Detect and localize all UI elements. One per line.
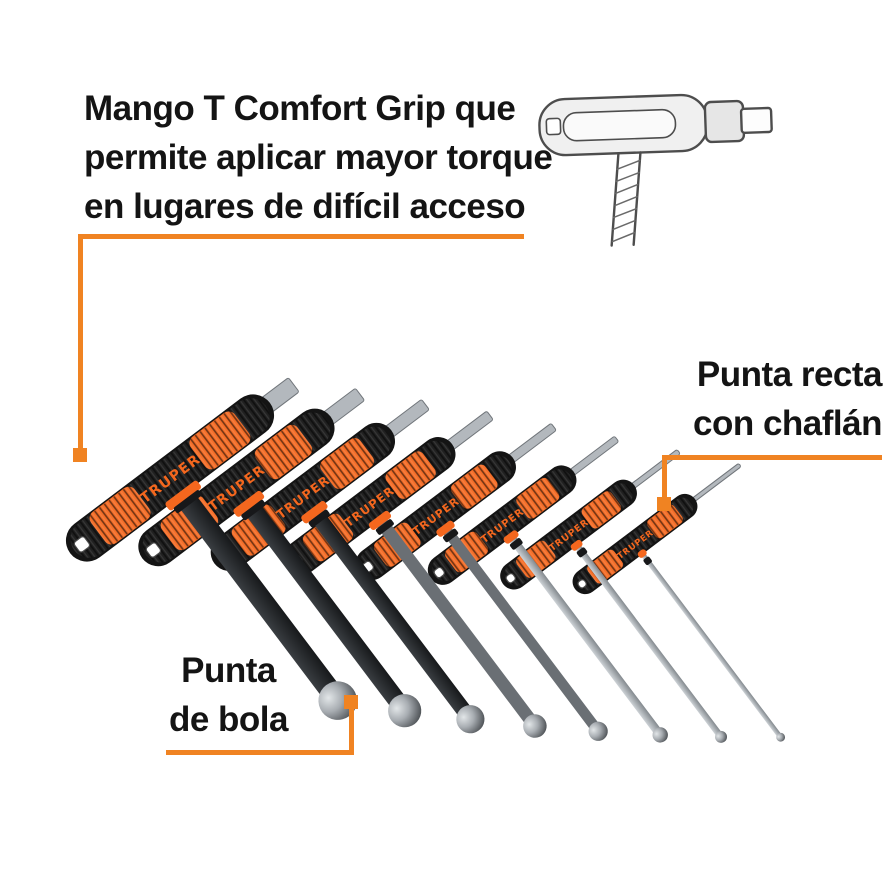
shaft-collar [436,520,455,537]
straight-tip-caption: Punta recta con chaflán [600,350,882,448]
hang-hole [145,542,162,558]
lineart-collar [703,99,746,144]
hang-hole [73,536,91,553]
caption-line: Punta [181,651,276,690]
callout-line-comfort-grip-horizontal [78,234,524,239]
ball-point [652,727,668,743]
comfort-grip-caption: Mango T Comfort Grip que permite aplicar… [84,84,553,231]
hex-wrench-8: TRUPER [572,463,786,742]
caption-line: con chaflán [693,404,882,443]
shaft [633,542,782,737]
callout-line-straight-tip-vertical [662,455,667,501]
shaft-collar [233,490,265,517]
handle-ribs [576,497,694,591]
shaft-ferrule [308,509,330,528]
caption-line: Punta recta [696,355,883,394]
lineart-shaft-edge [632,151,642,246]
shaft [566,533,722,737]
shaft-ferrule [241,499,266,521]
handle-ribs [142,412,331,563]
hang-hole [433,566,445,579]
caption-line: de bola [168,700,289,739]
shaft [297,493,472,718]
shaft-ferrule [173,490,202,514]
shaft-collar [503,530,519,544]
ball-point [523,714,547,738]
caption-line: permite aplicar mayor torque [84,138,553,177]
callout-line-comfort-grip-vertical [78,234,83,452]
tool-line-drawing [538,93,773,247]
ball-point [776,732,786,742]
shaft-ferrule [576,547,588,558]
callout-marker-ball-point [344,695,358,709]
lineart-stub [739,106,773,135]
callout-marker-comfort-grip [73,448,87,462]
handle-ribs [504,483,633,586]
lineart-shaft-edge [610,152,620,247]
shaft-ferrule [375,519,394,535]
shaft [163,473,340,699]
callout-line-ball-point-vertical [349,707,354,755]
lineart-group [538,93,773,247]
ball-point [318,681,358,720]
callout-line-straight-tip-horizontal [662,455,882,460]
lineart-shaft [610,151,642,247]
hang-hole [505,572,516,584]
hang-hole [577,579,587,589]
handle-ribs [70,398,270,558]
ball-point [715,730,727,743]
lineart-hang-hole [545,117,562,136]
shaft [230,483,407,709]
shaft-collar [368,510,392,530]
shaft-ferrule [443,528,459,543]
callout-line-ball-point-horizontal [166,750,349,755]
shaft-collar [165,480,201,511]
shaft [499,523,661,735]
shaft-collar [301,500,328,524]
shaft-collar [637,549,647,558]
shaft-collar [570,539,583,551]
shaft [432,513,599,731]
lineart-grip [562,108,677,142]
shaft-ferrule [509,538,523,550]
lineart-shaft-hatching [611,159,641,243]
callout-marker-straight-tip [657,497,671,511]
ball-point [456,705,485,734]
shaft [365,503,536,725]
ball-point-caption: Punta de bola [146,646,311,744]
shaft-ferrule [643,556,652,566]
ball-point [588,721,608,741]
caption-line: Mango T Comfort Grip que [84,89,516,128]
ball-point [388,694,422,728]
caption-line: en lugares de difícil acceso [84,187,526,226]
